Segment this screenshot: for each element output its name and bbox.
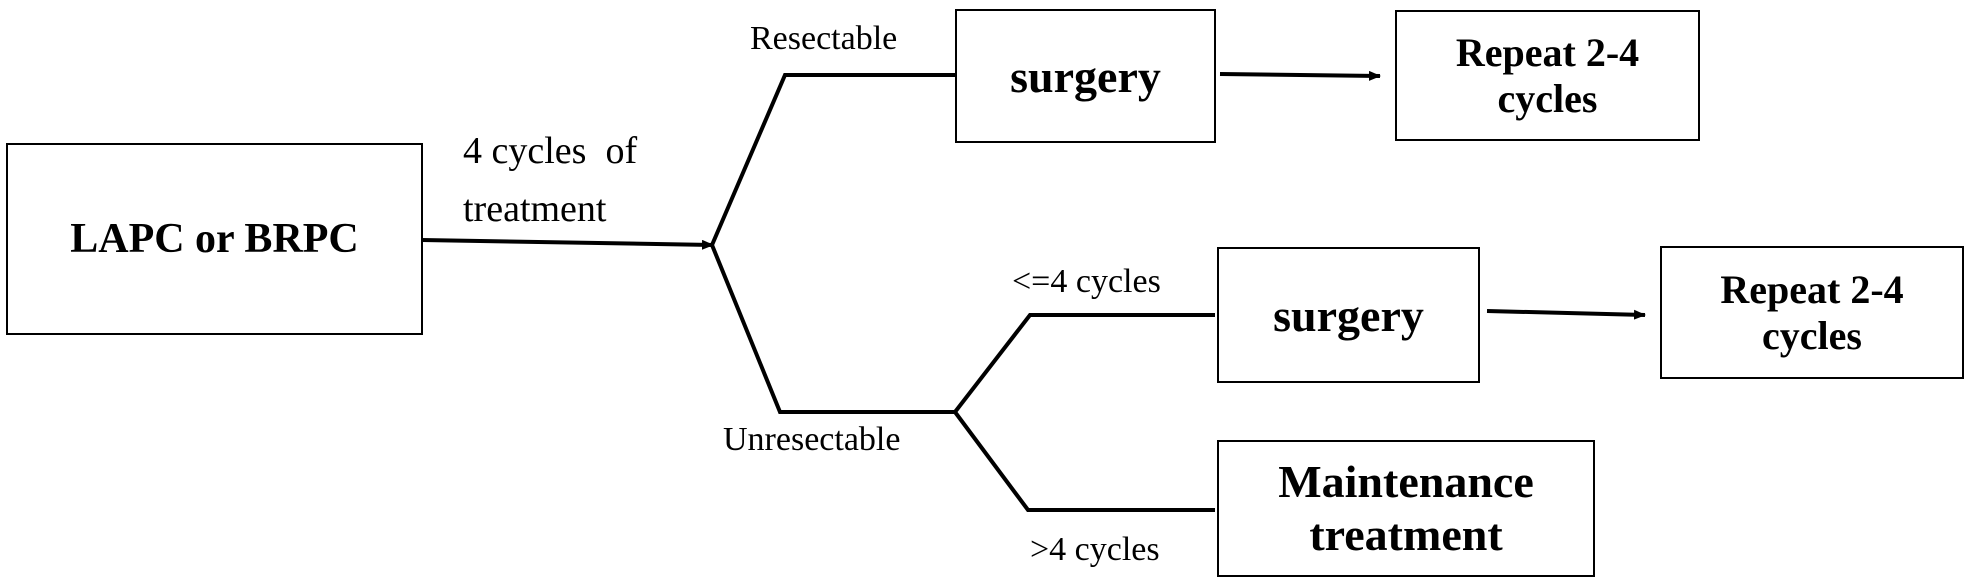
arrow-resectable-repeat: [1219, 70, 1381, 81]
surgery-unresectable-box: surgery: [1217, 247, 1480, 383]
repeat-unresectable-line2: cycles: [1762, 312, 1862, 358]
maintenance-line2: treatment: [1309, 508, 1503, 560]
repeat-unresectable-line1: Repeat 2-4: [1720, 266, 1904, 312]
arrow-unresectable-repeat: [1486, 309, 1646, 320]
maintenance-line1: Maintenance: [1278, 455, 1534, 507]
branch-unresectable: [710, 244, 955, 414]
resectable-label: Resectable: [750, 20, 898, 57]
repeat-resectable-line2: cycles: [1497, 75, 1598, 121]
start-box: LAPC or BRPC: [6, 143, 423, 335]
repeat-resectable-box: Repeat 2-4 cycles: [1395, 10, 1700, 141]
surgery-resectable-box: surgery: [955, 9, 1216, 143]
treatment-label-line1: 4 cycles of: [463, 130, 638, 172]
branch-resectable: [710, 73, 955, 246]
surgery-resectable-text: surgery: [1010, 50, 1161, 102]
arrow-to-decision: [421, 238, 714, 250]
surgery-unresectable-text: surgery: [1273, 289, 1424, 341]
unresectable-label: Unresectable: [723, 421, 901, 458]
repeat-resectable-line1: Repeat 2-4: [1455, 29, 1640, 75]
repeat-unresectable-box: Repeat 2-4 cycles: [1660, 246, 1964, 379]
maintenance-box: Maintenance treatment: [1217, 440, 1595, 577]
gt4-cycles-label: >4 cycles: [1030, 531, 1160, 568]
branch-le4-cycles: [953, 313, 1215, 414]
treatment-label-line2: treatment: [463, 188, 607, 230]
le4-cycles-label: <=4 cycles: [1012, 263, 1161, 300]
start-box-text: LAPC or BRPC: [70, 216, 359, 262]
branch-gt4-cycles: [953, 410, 1215, 512]
